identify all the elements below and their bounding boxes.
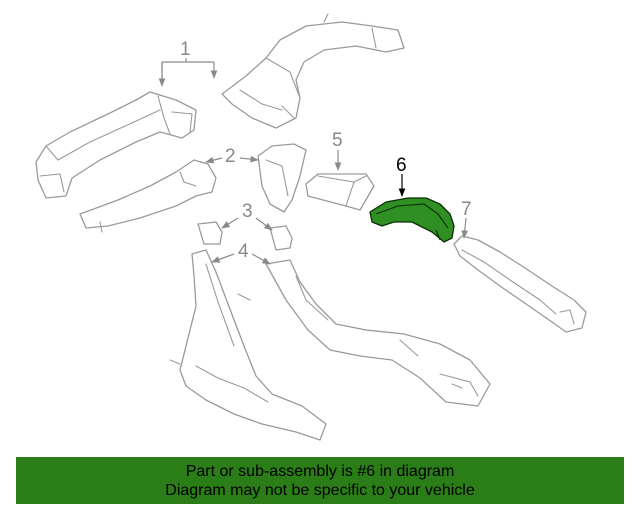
callout-3-label: 3 [242, 201, 253, 222]
part-2-bracket[interactable] [79, 159, 217, 233]
callout-5: 5 [332, 130, 343, 171]
callout-7-label: 7 [461, 199, 472, 220]
parts-diagram: 1 2 3 4 5 6 7 [35, 13, 587, 441]
part-4-lower-left-duct[interactable] [169, 249, 327, 441]
callout-2: 2 [205, 146, 259, 167]
banner-line-1: Part or sub-assembly is #6 in diagram [185, 462, 455, 480]
part-3-nozzles[interactable] [197, 221, 293, 251]
callout-7: 7 [461, 199, 472, 239]
callout-6-label: 6 [396, 155, 407, 176]
callout-1: 1 [158, 39, 214, 87]
callout-4: 4 [211, 241, 271, 265]
part-2-small-duct[interactable] [257, 143, 307, 213]
callout-1-label: 1 [180, 39, 191, 60]
callout-2-label: 2 [225, 146, 236, 167]
callout-4-label: 4 [238, 241, 249, 262]
info-banner: Part or sub-assembly is #6 in diagram Di… [16, 457, 624, 504]
part-4-long-duct[interactable] [265, 259, 491, 407]
callout-5-label: 5 [332, 130, 343, 151]
part-7-right-duct[interactable] [453, 235, 587, 333]
callout-3: 3 [221, 201, 273, 231]
callout-6: 6 [396, 155, 407, 197]
part-6-highlighted-duct[interactable] [369, 197, 455, 243]
part-1-left-duct[interactable] [35, 91, 197, 199]
banner-line-2: Diagram may not be specific to your vehi… [165, 481, 475, 499]
part-1-upper-duct[interactable] [221, 13, 405, 129]
part-5-vent[interactable] [305, 173, 375, 211]
